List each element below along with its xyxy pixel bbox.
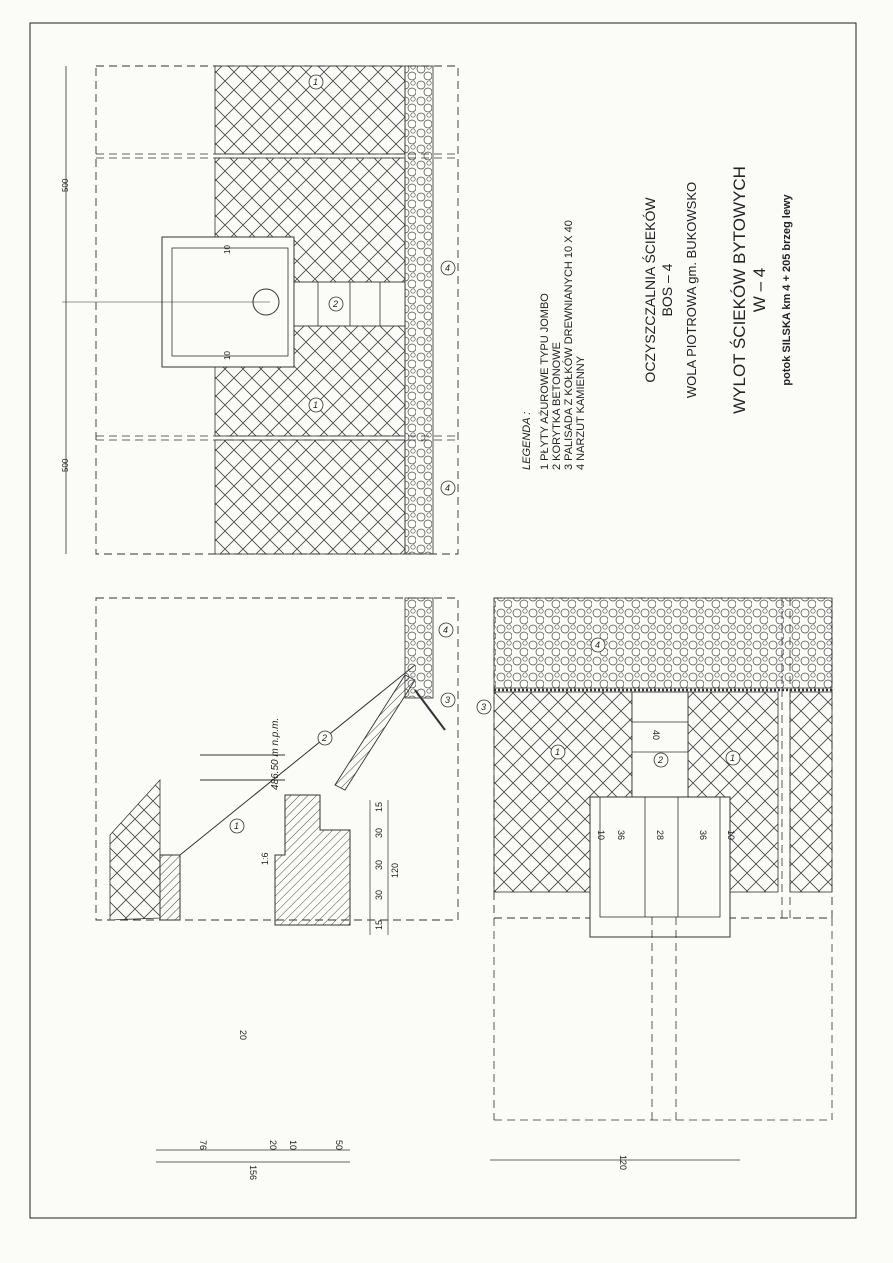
dim-bot-156: 156 [248, 1165, 258, 1180]
dim-front-left: 500 [61, 178, 70, 192]
dim-plan-36b: 36 [698, 830, 708, 840]
marker-3-plan: 3 [481, 702, 486, 712]
marker-1-plan-right: 1 [730, 753, 735, 763]
dimension-labels: 500 500 10 10 15 30 30 30 15 120 20 50 1… [61, 178, 736, 1180]
cross-section [95, 597, 459, 935]
dim-bot-20: 20 [268, 1140, 278, 1150]
dim-plan-10b: 10 [726, 830, 736, 840]
dim-plan-10a: 10 [596, 830, 606, 840]
marker-1-front-bottom: 1 [313, 400, 318, 410]
dim-plan-28: 28 [655, 830, 665, 840]
title-line-3: WOLA PIOTROWA gm. BUKOWSKO [684, 182, 699, 398]
title-line-5: W – 4 [750, 268, 769, 312]
title-line-4: WYLOT ŚCIEKÓW BYTOWYCH [730, 166, 749, 414]
front-view [62, 65, 459, 555]
marker-2-front: 2 [332, 299, 338, 309]
legend-item-1: 1 PŁYTY AŻUROWE TYPU JOMBO [538, 293, 551, 470]
dim-bot-50: 50 [334, 1140, 344, 1150]
legend-block: LEGENDA : 1 PŁYTY AŻUROWE TYPU JOMBO 2 K… [521, 220, 587, 470]
marker-2-section: 2 [321, 733, 327, 743]
marker-1-section: 1 [234, 821, 239, 831]
dim-sec-30a: 30 [374, 890, 384, 900]
marker-4-front: 4 [445, 263, 450, 273]
dim-bot-10: 10 [288, 1140, 298, 1150]
bottom-dimension-lines [156, 1149, 740, 1163]
dim-plan-40: 40 [651, 730, 661, 740]
dim-plan-36a: 36 [616, 830, 626, 840]
dim-sec-30b: 30 [374, 860, 384, 870]
title-line-1: OCZYSZCZALNIA ŚCIEKÓW [641, 197, 658, 383]
marker-1-plan-left: 1 [555, 747, 560, 757]
legend-item-4: 4 NARZUT KAMIENNY [575, 355, 587, 470]
title-line-2: BOS – 4 [659, 263, 675, 316]
marker-3-section: 3 [445, 695, 450, 705]
dim-sec-15a: 15 [374, 920, 384, 930]
sheet-border [29, 22, 857, 1219]
title-block: OCZYSZCZALNIA ŚCIEKÓW BOS – 4 WOLA PIOTR… [641, 166, 793, 414]
dim-bot-76: 76 [198, 1140, 208, 1150]
marker-4-plan: 4 [595, 640, 600, 650]
marker-4-section: 4 [443, 625, 448, 635]
elevation-level: 486.50 m n.p.m. [270, 718, 281, 790]
dim-front-10a: 10 [223, 245, 232, 254]
callout-markers: 1 1 2 4 4 1 2 3 4 3 1 1 2 4 [229, 74, 741, 834]
dim-sec-30c: 30 [374, 828, 384, 838]
dim-sec-120: 120 [390, 863, 400, 878]
plan-view [493, 597, 833, 1121]
dim-sec-15b: 15 [374, 802, 384, 812]
dim-plan-120: 120 [618, 1155, 628, 1170]
dim-sec-20: 20 [238, 1030, 248, 1040]
elevation-labels: 486.50 m n.p.m. 1:6 [260, 718, 281, 865]
dim-front-10b: 10 [223, 351, 232, 360]
legend-item-3: 3 PALISADA Z KOŁKÓW DREWNIANYCH 10 X 40 [562, 220, 575, 470]
title-line-6: potok SILSKA km 4 + 205 brzeg lewy [781, 194, 793, 386]
marker-1-front-top: 1 [313, 77, 318, 87]
dim-front-right: 500 [61, 458, 70, 472]
slope-label: 1:6 [260, 852, 270, 865]
marker-4-front-b: 4 [445, 483, 450, 493]
marker-2-plan: 2 [657, 755, 663, 765]
legend-item-2: 2 KORYTKA BETONOWE [551, 342, 563, 470]
legend-title: LEGENDA : [521, 412, 533, 470]
